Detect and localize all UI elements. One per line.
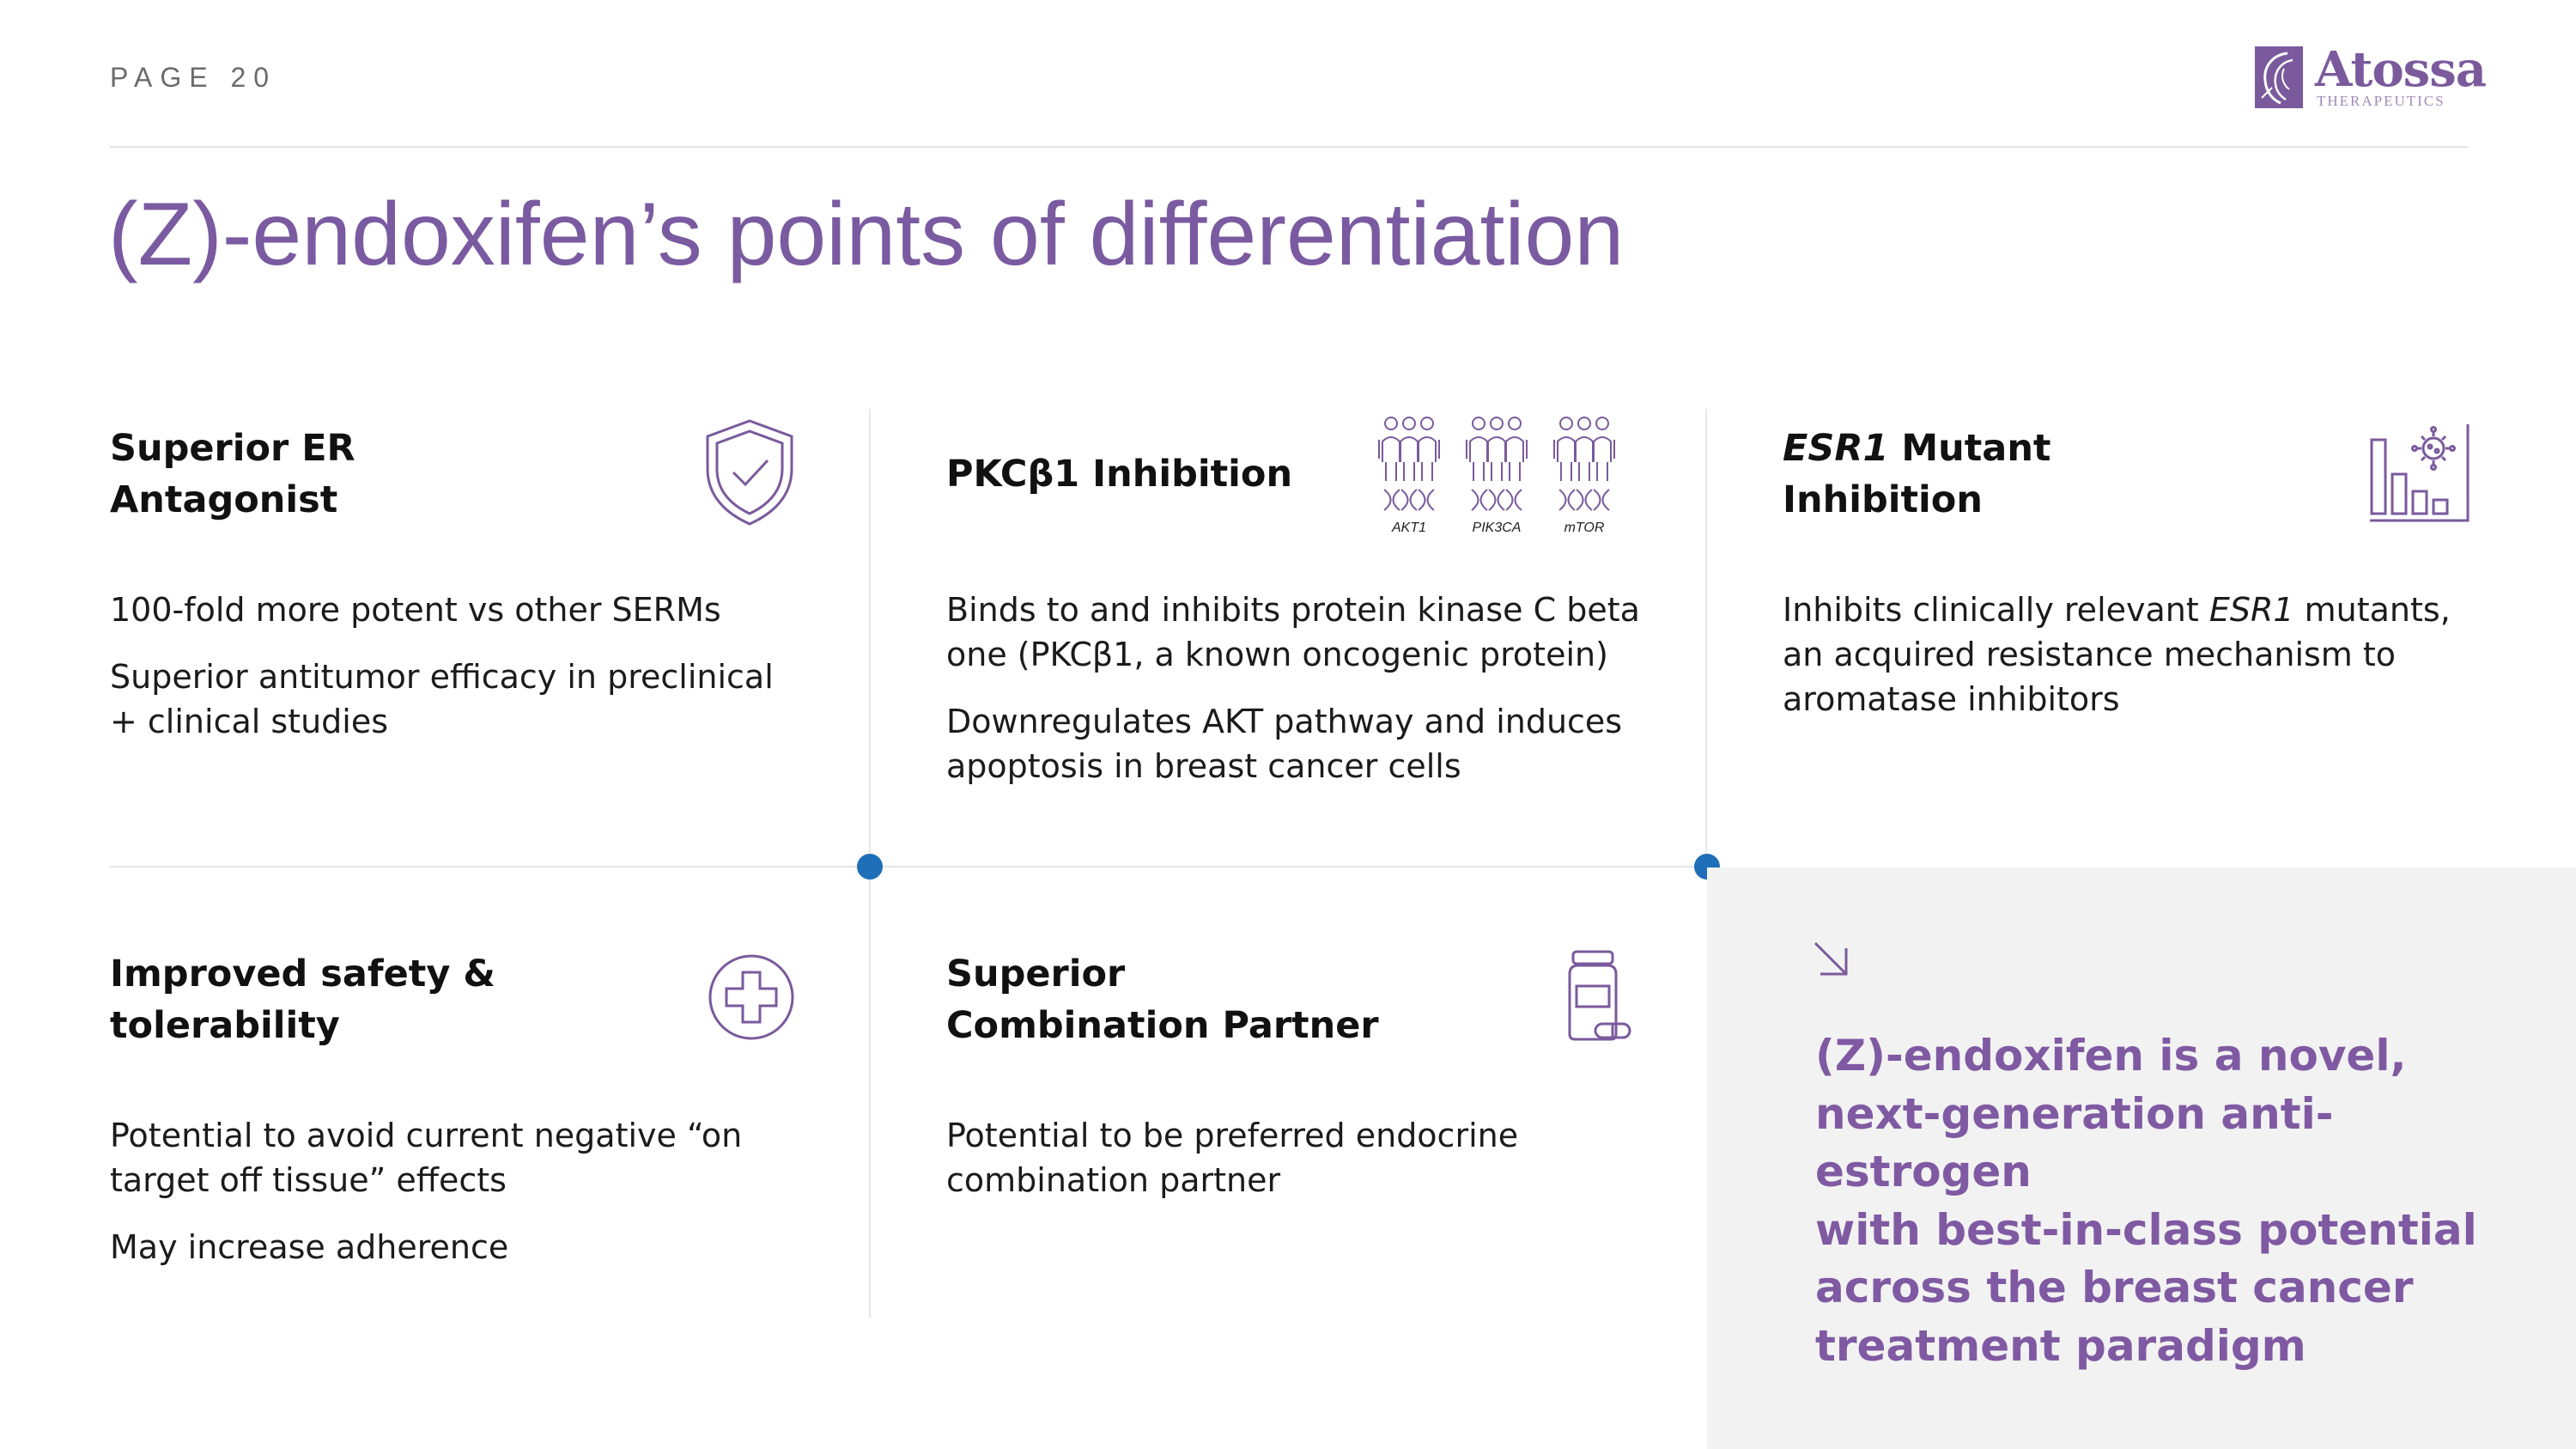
page-number: PAGE 20 xyxy=(110,62,277,93)
logo-mark-icon xyxy=(2255,46,2303,108)
pill-bottle-icon xyxy=(1568,950,1631,1041)
card-title-pkc-inhibition: PKCβ1 Inhibition xyxy=(946,453,1293,496)
gene-label-mtor: mTOR xyxy=(1564,521,1605,535)
card-title-esr1-mutant: ESR1 Mutant Inhibition xyxy=(1783,427,2051,521)
card-body-er-antagonist: 100-fold more potent vs other SERMs Supe… xyxy=(110,591,774,740)
grid-divider-vertical-right xyxy=(1705,409,1707,868)
grid-divider-horizontal xyxy=(110,866,1707,868)
bar-chart-virus-icon xyxy=(2370,424,2470,522)
logo-wordmark: Atossa xyxy=(2315,41,2487,98)
summary-panel xyxy=(1707,868,2576,1449)
company-logo: Atossa THERAPEUTICS xyxy=(2255,41,2487,113)
card-title-safety: Improved safety & tolerability xyxy=(110,953,495,1047)
people-dna-icon: AKT1 PIK3CA mTOR xyxy=(1378,417,1615,535)
medical-cross-icon xyxy=(708,954,794,1040)
card-title-combination: Superior Combination Partner xyxy=(946,953,1379,1047)
card-title-er-antagonist: Superior ER Antagonist xyxy=(110,427,355,521)
summary-statement: (Z)-endoxifen is a novel, next-generatio… xyxy=(1815,1031,2477,1371)
gene-label-pik3ca: PIK3CA xyxy=(1473,521,1522,535)
logo-subtitle: THERAPEUTICS xyxy=(2317,93,2445,109)
card-body-pkc-inhibition: Binds to and inhibits protein kinase C b… xyxy=(946,591,1640,785)
gene-label-akt1: AKT1 xyxy=(1391,521,1426,535)
header-divider xyxy=(110,146,2468,148)
card-body-esr1-mutant: Inhibits clinically relevant ESR1 mutant… xyxy=(1783,591,2451,718)
arrow-down-right-icon xyxy=(1814,941,1848,976)
shield-check-icon xyxy=(706,419,793,526)
grid-intersection-dot-left xyxy=(857,854,883,880)
page-title: (Z)-endoxifen’s points of differentiatio… xyxy=(108,185,1625,284)
